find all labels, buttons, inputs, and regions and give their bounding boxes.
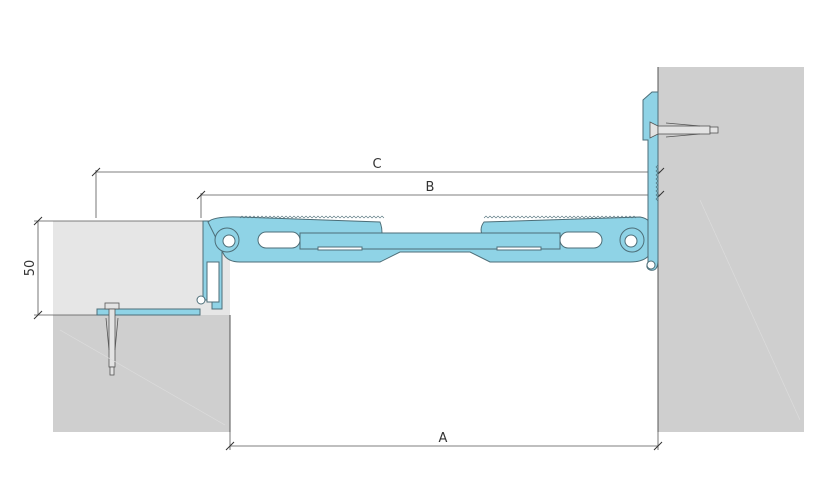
extension-lines bbox=[34, 170, 659, 450]
dimension-c-label: C bbox=[372, 157, 381, 172]
left-base-flange bbox=[96, 308, 201, 316]
left-leg-hook bbox=[196, 295, 206, 305]
left-leg-slot bbox=[206, 261, 220, 303]
left-slot bbox=[257, 231, 301, 249]
right-anchor-bolt bbox=[649, 121, 719, 139]
right-wall-block bbox=[658, 67, 804, 432]
dimension-height-label: 50 bbox=[23, 260, 38, 277]
dimension-b: B bbox=[196, 180, 665, 200]
right-plate-hook bbox=[646, 260, 656, 270]
left-inner-slot bbox=[317, 246, 363, 251]
left-curl-hole bbox=[222, 234, 236, 248]
left-anchor-bolt bbox=[104, 302, 120, 376]
right-wall bbox=[657, 67, 804, 432]
dimension-b-label: B bbox=[426, 180, 435, 195]
left-lower-slab bbox=[53, 315, 230, 432]
top-serration bbox=[239, 164, 659, 219]
dimension-a-label: A bbox=[439, 431, 448, 446]
right-curl-hole bbox=[624, 234, 638, 248]
right-inner-slot bbox=[496, 246, 542, 251]
top-cover-plate bbox=[207, 216, 653, 263]
right-slot bbox=[559, 231, 603, 249]
left-substrate bbox=[53, 221, 231, 432]
dimension-c: C bbox=[91, 157, 665, 177]
dimension-a: A bbox=[225, 431, 663, 451]
dimension-height: 50 bbox=[23, 216, 43, 320]
joint-profile bbox=[96, 91, 659, 316]
substrate-hatching bbox=[59, 199, 801, 426]
